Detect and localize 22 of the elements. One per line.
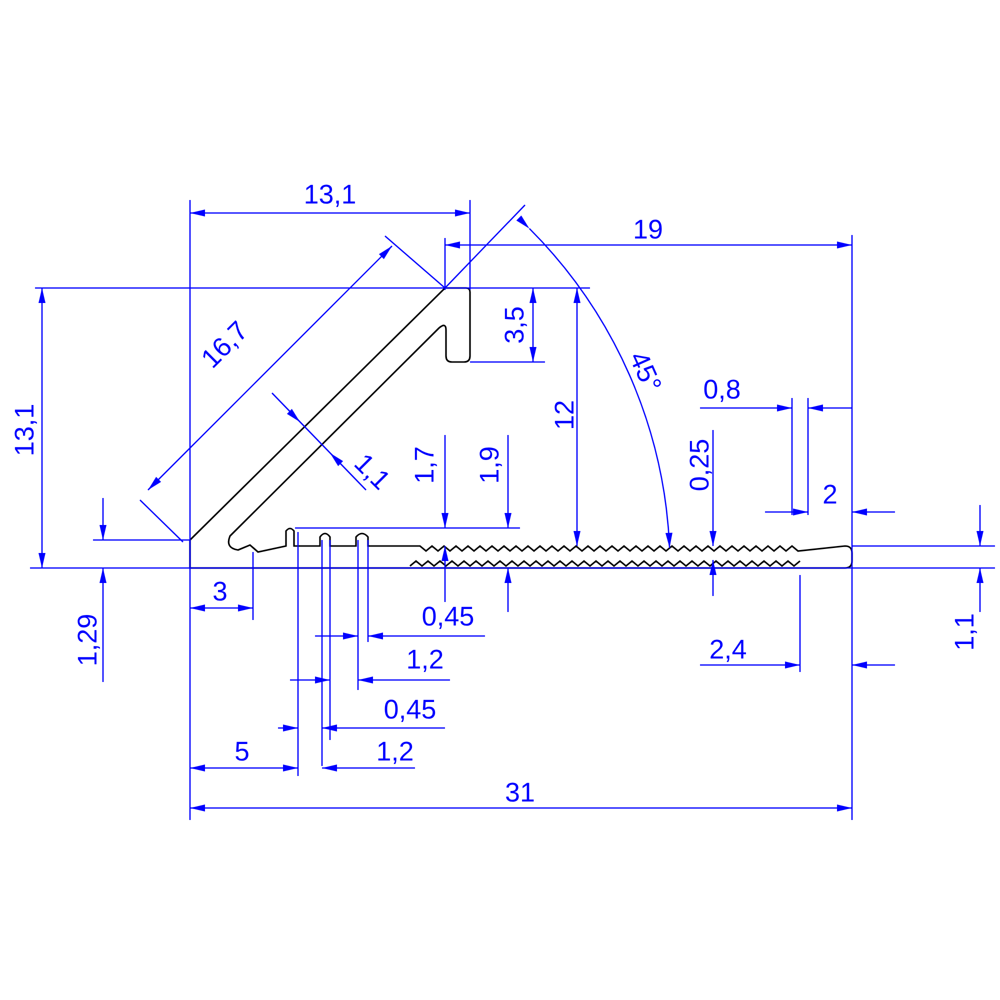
dimension-label: 19 <box>632 216 664 244</box>
dimension-label: 0,8 <box>703 376 741 404</box>
dimension-label: 13,1 <box>304 182 356 208</box>
dimension-label: 13,1 <box>12 404 38 456</box>
dimension-label: 1,2 <box>376 738 414 766</box>
dimension-label: 2 <box>822 482 838 508</box>
dimension-label: 1,9 <box>476 446 504 484</box>
dimension-label: 2,4 <box>709 636 747 664</box>
dimension-label: 1,29 <box>74 614 102 666</box>
dimension-label: 3,5 <box>502 306 528 344</box>
dimension-label: 5 <box>234 738 250 766</box>
dimension-label: 0,45 <box>384 696 436 724</box>
dimension-label: 31 <box>504 780 536 806</box>
dimension-label: 1,2 <box>406 646 444 674</box>
dimension-label: 0,45 <box>422 604 474 630</box>
dimension-label: 3 <box>212 578 228 606</box>
dimension-label: 12 <box>552 400 578 430</box>
dimension-label: 1,1 <box>349 449 395 495</box>
dimension-label: 1,1 <box>952 613 978 651</box>
dimension-label: 45° <box>624 348 666 396</box>
dimension-label: 0,25 <box>686 438 714 492</box>
dimension-label: 1,7 <box>412 446 438 484</box>
